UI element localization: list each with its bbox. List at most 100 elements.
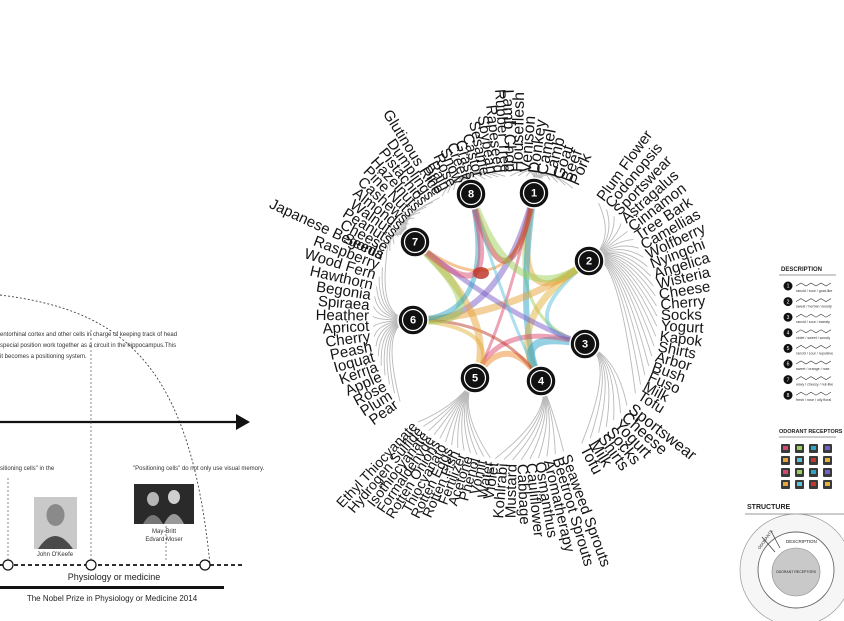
arrow-head (236, 414, 250, 430)
portrait-moser (134, 484, 194, 524)
odorant-label: Kapok (659, 328, 704, 350)
legend-structure-title: STRUCTURE (747, 504, 790, 511)
legend-item-text: sweet / orange / rose (796, 367, 830, 371)
legend-item: 5 rancid / sour / repulsive (783, 343, 833, 355)
legend-item-text: rancid / sour / goat-like (796, 289, 832, 293)
timeline-curve (0, 294, 211, 566)
odorant-label: Heather (316, 307, 370, 325)
odorant-label: Mustard (503, 464, 521, 518)
legend-item: 4 violet / sweet / woody (783, 328, 832, 340)
odorant-label: Socks (661, 306, 702, 324)
cluster-node-8: 8 (455, 178, 487, 210)
portrait-john-okeefe (34, 497, 77, 549)
legend-item: 8 fresh / rose / oily floral (783, 390, 832, 402)
receptor-icon (781, 444, 790, 453)
cluster-node-5: 5 (459, 362, 491, 394)
legend-item: 1 rancid / sour / goat-like (783, 281, 832, 293)
receptor-icon (781, 456, 790, 465)
legend-item-number: 1 (787, 284, 790, 290)
legend-item-number: 4 (787, 331, 790, 337)
molecule-icon (795, 282, 832, 287)
timeline-dot-3 (199, 559, 211, 571)
legend-item-text: rancid / sour / sweaty (796, 320, 830, 324)
dendrite-2 (588, 258, 641, 385)
legend-item-number: 3 (787, 315, 790, 321)
legend-panel: DESCRIPTION 1 rancid / sour / goat-like 2 s… (739, 267, 844, 621)
receptor-icon (823, 468, 832, 477)
legend-item-number: 8 (787, 393, 790, 399)
legend-item: 2 sweat / herbal / woody (783, 297, 832, 309)
odorant-label: Yogurt (660, 317, 705, 336)
legend-item: 7 waxy / cheesy / nut-like (783, 375, 833, 387)
molecule-icon (795, 360, 832, 365)
person-may-britt: May-Britt (152, 529, 176, 535)
timeline-text-2: special position work together as a circ… (0, 343, 176, 349)
receptor-icon (809, 480, 818, 489)
odorant-label: Cherry (660, 293, 707, 314)
legend-item: 6 sweet / orange / rose (783, 359, 832, 371)
timeline-text-1: entorhinal cortex and other cells in cha… (0, 332, 177, 338)
cluster-node-number: 6 (410, 314, 416, 326)
cluster-node-6: 6 (397, 304, 429, 336)
odorant-label: Cherry (324, 328, 371, 351)
molecule-icon (795, 313, 832, 318)
legend-item-text: violet / sweet / woody (796, 336, 830, 340)
receptor-icon (809, 444, 818, 453)
receptor-grid (781, 444, 832, 489)
odorant-label: Lamb Chop (499, 89, 519, 172)
receptor-icon (823, 444, 832, 453)
receptor-icon (809, 468, 818, 477)
structure-receptors-label: ODORANT RECEPTORS (776, 570, 817, 574)
molecule-icon (795, 298, 832, 302)
footer-bar (0, 586, 224, 589)
legend-item-text: fresh / rose / oily floral (796, 398, 831, 402)
cluster-node-number: 5 (472, 372, 478, 384)
molecule-icon (795, 329, 832, 334)
legend-item-text: waxy / cheesy / nut-like (796, 383, 833, 387)
odorant-label: Vomit (466, 458, 489, 496)
legend-item-text: sweat / herbal / woody (796, 305, 832, 309)
category-label: Physiology or medicine (68, 572, 161, 582)
odorant-label: Apricot (322, 318, 370, 338)
receptor-icon (823, 480, 832, 489)
person-john-okeefe: John O'Keefe (37, 552, 74, 558)
cluster-node-number: 2 (586, 255, 592, 267)
legend-description-title: DESCRIPTION (781, 267, 822, 273)
odorant-label: Venison (518, 115, 539, 173)
receptor-icon (823, 456, 832, 465)
cluster-node-1: 1 (518, 177, 550, 209)
molecule-icon (795, 376, 832, 380)
quote-right: "Positioning cells" do not only use visu… (133, 466, 265, 472)
legend-item: 3 rancid / sour / sweaty (783, 312, 832, 324)
odorant-label: Kohlrabi (490, 463, 511, 519)
legend-item-number: 5 (787, 346, 790, 352)
receptor-icon (781, 480, 790, 489)
cluster-node-4: 4 (525, 365, 557, 397)
center-ribbons (409, 190, 593, 385)
odorant-label: Spiraea (317, 293, 371, 314)
receptor-icon (795, 444, 804, 453)
quote-left: sitioning cells" in the (0, 466, 55, 472)
timeline-dot-2 (85, 559, 97, 571)
legend-receptors-title: ODORANT RECEPTORS (779, 429, 843, 435)
timeline-panel: entorhinal cortex and other cells in cha… (0, 294, 265, 603)
odorant-label: Houseflesh (509, 92, 528, 172)
receptor-icon (795, 480, 804, 489)
cluster-node-7: 7 (399, 226, 431, 258)
person-edvard-moser: Edvard Moser (145, 537, 182, 543)
ribbon (467, 190, 593, 283)
cluster-node-2: 2 (573, 245, 605, 277)
structure-core (771, 547, 821, 597)
cluster-node-number: 1 (531, 187, 537, 199)
molecule-icon (795, 391, 832, 396)
cluster-node-number: 8 (468, 188, 474, 200)
legend-item-number: 7 (787, 377, 790, 383)
cluster-node-number: 4 (538, 375, 545, 387)
molecule-icon (795, 345, 832, 349)
legend-item-number: 2 (787, 299, 790, 305)
odorant-label: Water (474, 460, 496, 499)
legend-item-number: 6 (787, 362, 790, 368)
legend-item-text: rancid / sour / repulsive (796, 351, 833, 355)
